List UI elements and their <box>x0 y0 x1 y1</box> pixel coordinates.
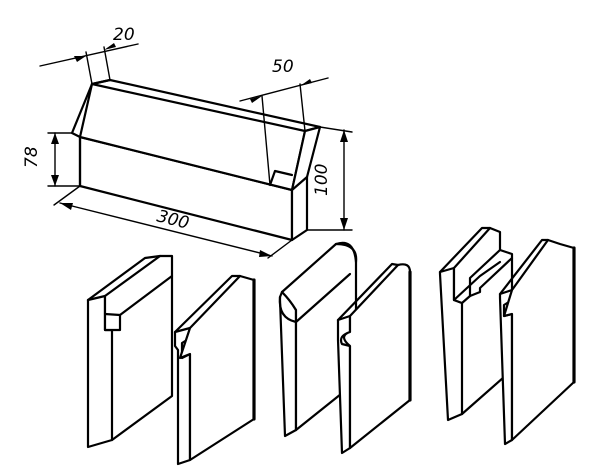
profile-rectangular <box>86 254 256 466</box>
rect-left-piece-side <box>103 254 174 332</box>
rect-right-piece-side <box>178 274 256 462</box>
profile-rounded <box>278 241 412 455</box>
dim-label-chamfer-width: 50 <box>272 57 294 77</box>
dim-label-side-height: 78 <box>22 146 42 168</box>
dim-label-total-height: 100 <box>312 164 332 196</box>
profile-channel <box>438 226 576 446</box>
round-right-piece-side <box>342 263 412 450</box>
dim-label-top-width: 20 <box>113 25 135 45</box>
dimension-lines: 20 50 78 100 300 <box>22 25 353 259</box>
main-brick <box>70 78 322 242</box>
channel-right-piece-side <box>502 238 576 442</box>
channel-left-piece-side <box>452 226 502 305</box>
